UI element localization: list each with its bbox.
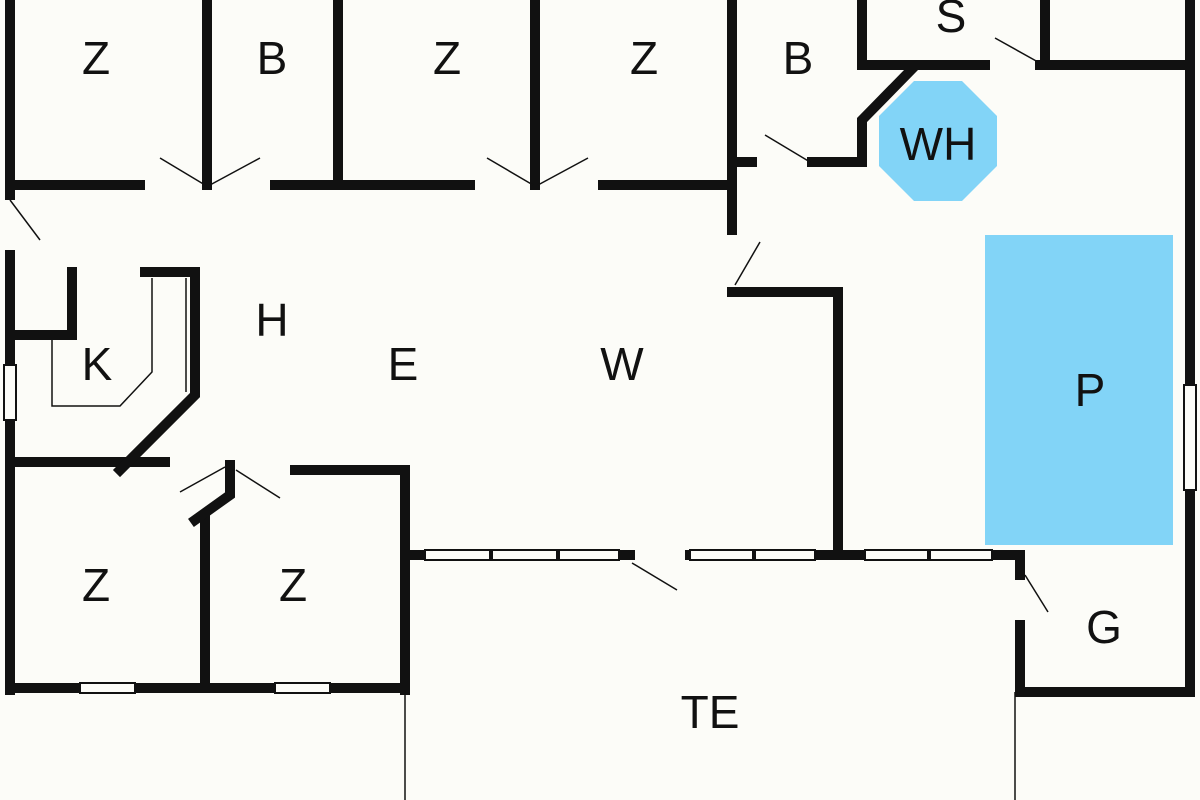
room-label-s: S bbox=[936, 0, 967, 42]
room-label-wh: WH bbox=[900, 118, 977, 170]
room-labels: Z B Z Z B S WH H K E W P Z Z G TE bbox=[82, 0, 1122, 738]
pool bbox=[985, 235, 1173, 545]
whirlpool bbox=[879, 81, 997, 201]
room-label-z1: Z bbox=[82, 32, 110, 84]
room-label-z3: Z bbox=[630, 32, 658, 84]
room-label-z4: Z bbox=[82, 559, 110, 611]
room-label-h: H bbox=[255, 294, 288, 346]
room-label-g: G bbox=[1086, 601, 1122, 653]
room-label-p: P bbox=[1075, 364, 1106, 416]
room-label-k: K bbox=[82, 338, 113, 390]
room-label-z2: Z bbox=[433, 32, 461, 84]
kitchen-counter bbox=[51, 278, 187, 407]
room-label-b2: B bbox=[783, 32, 814, 84]
room-label-z5: Z bbox=[279, 559, 307, 611]
room-label-b1: B bbox=[257, 32, 288, 84]
room-label-w: W bbox=[600, 338, 644, 390]
room-label-te: TE bbox=[681, 686, 740, 738]
room-label-e: E bbox=[388, 338, 419, 390]
windows bbox=[3, 364, 1197, 694]
door-swings bbox=[9, 37, 1049, 800]
